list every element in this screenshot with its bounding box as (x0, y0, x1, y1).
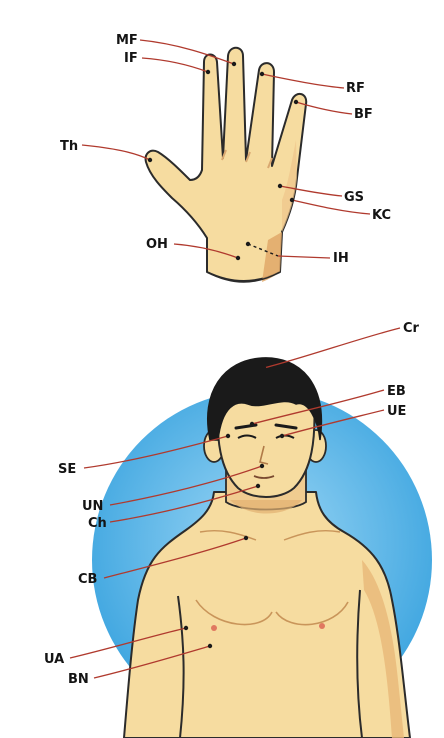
pointer-line-if (142, 58, 208, 72)
point-dot-bf (294, 100, 298, 104)
label-bf: BF (354, 107, 373, 122)
right-nipple (319, 623, 325, 629)
point-dot-rf (260, 72, 264, 76)
pointer-line-th (82, 145, 150, 160)
label-cb: CB (78, 572, 97, 587)
point-dot-th (148, 158, 152, 162)
label-kc: KC (372, 208, 391, 223)
left-nipple (211, 625, 217, 631)
point-dot-oh (236, 256, 240, 260)
point-dot-ih (246, 242, 250, 246)
point-dot-se (226, 434, 230, 438)
label-ch: Ch (88, 516, 107, 531)
label-ue: UE (387, 404, 406, 419)
label-ih: IH (333, 251, 349, 266)
point-dot-bn (208, 644, 212, 648)
label-oh: OH (146, 237, 168, 252)
label-if: IF (124, 51, 138, 66)
point-dot-if (206, 70, 210, 74)
label-se: SE (58, 462, 76, 477)
label-th: Th (60, 139, 78, 154)
label-ua: UA (44, 652, 64, 667)
pointer-line-cr (264, 328, 400, 368)
point-dot-eb (250, 422, 254, 426)
point-dot-gs (278, 184, 282, 188)
point-dot-cb (244, 536, 248, 540)
point-dot-cr (262, 366, 266, 370)
point-dot-mf (232, 62, 236, 66)
point-dot-ua (184, 626, 188, 630)
label-eb: EB (387, 384, 406, 399)
label-mf: MF (116, 33, 138, 48)
label-gs: GS (344, 190, 364, 205)
hand-illustration (146, 48, 307, 282)
label-rf: RF (346, 81, 365, 96)
point-dot-un (260, 464, 264, 468)
body-illustration (92, 358, 432, 738)
label-un: UN (82, 499, 103, 514)
point-dot-kc (290, 198, 294, 202)
point-dot-ue (280, 434, 284, 438)
hand-silhouette (146, 48, 307, 281)
label-cr: Cr (403, 321, 420, 336)
pointer-line-mf (140, 40, 234, 64)
pointer-line-ih-tail (278, 256, 330, 258)
point-dot-ch (256, 484, 260, 488)
face (218, 400, 315, 497)
label-bn: BN (68, 672, 89, 687)
